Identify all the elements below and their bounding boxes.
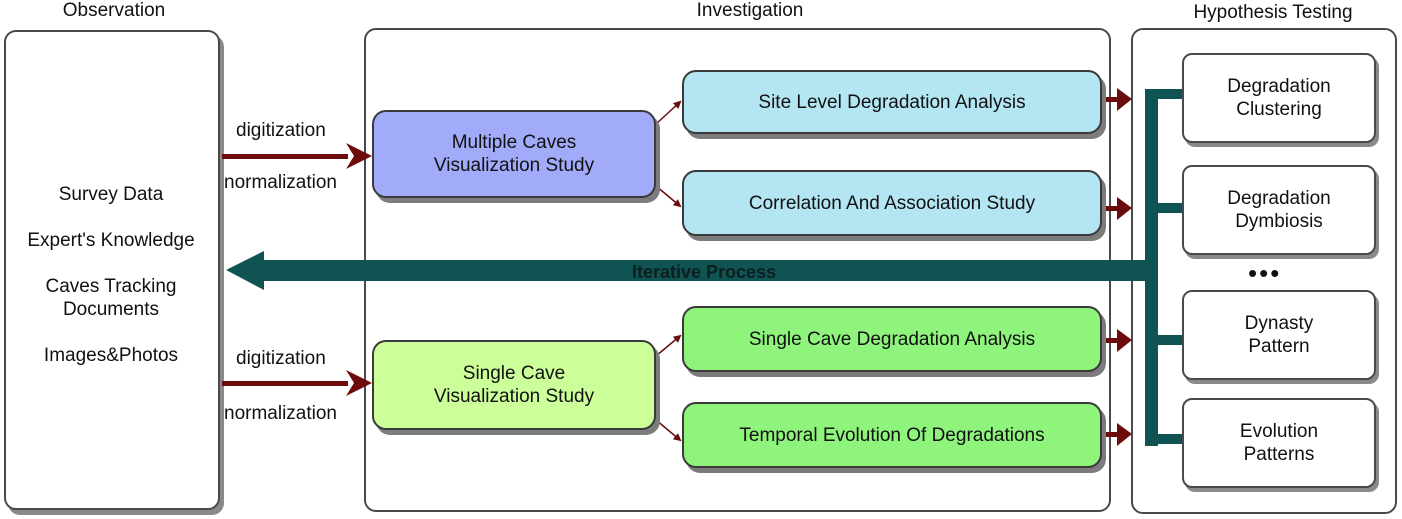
observation-list: Survey Data Expert's Knowledge Caves Tra…: [6, 183, 216, 367]
hypothesis-arrow: [1103, 423, 1132, 446]
branch-arrow: [655, 419, 682, 442]
hypothesis-line: Degradation: [1227, 76, 1331, 97]
hypothesis-arrow: [1103, 88, 1132, 111]
site-level-analysis-box: Site Level Degradation Analysis: [682, 70, 1102, 134]
investigation-title: Investigation: [696, 0, 804, 21]
single-cave-analysis-box: Single Cave Degradation Analysis: [682, 306, 1102, 372]
hypothesis-line: Evolution: [1239, 421, 1319, 442]
observation-item: Images&Photos: [43, 345, 179, 366]
hypothesis-line: Patterns: [1243, 444, 1315, 465]
top-digitization-label: digitization: [236, 120, 326, 141]
bottom-digitization-label: digitization: [236, 348, 326, 369]
observation-panel: [4, 30, 220, 510]
hypothesis-arrow: [1103, 197, 1132, 220]
temporal-evolution-box: Temporal Evolution Of Degradations: [682, 402, 1102, 468]
hypothesis-line: Dynasty: [1244, 313, 1314, 334]
correlation-study-box: Correlation And Association Study: [682, 170, 1102, 236]
iterative-process-arrow: [226, 251, 1158, 290]
branch-arrow: [655, 185, 682, 208]
hypothesis-ellipsis: •••: [1248, 258, 1282, 288]
hypothesis-testing-title: Hypothesis Testing: [1193, 2, 1353, 23]
observation-item: Documents: [62, 299, 160, 320]
observation-title: Observation: [62, 0, 166, 21]
hypothesis-evolution-patterns: Evolution Patterns: [1182, 398, 1376, 488]
hypothesis-line: Degradation: [1227, 188, 1331, 209]
hypothesis-degradation-dymbiosis: Degradation Dymbiosis: [1182, 165, 1376, 255]
branch-arrow: [655, 100, 682, 125]
study-line: Visualization Study: [433, 155, 595, 176]
hypothesis-arrow: [1103, 329, 1132, 352]
observation-item: Survey Data: [58, 184, 164, 205]
digitization-arrow-top: [222, 143, 372, 169]
iterative-process-label: Iterative Process: [632, 262, 777, 282]
branch-arrow: [655, 334, 682, 357]
hypothesis-line: Pattern: [1248, 336, 1310, 357]
hypothesis-line: Dymbiosis: [1235, 211, 1323, 232]
observation-item: Caves Tracking: [45, 276, 177, 297]
study-line: Visualization Study: [433, 386, 595, 407]
study-line: Single Cave: [462, 363, 566, 384]
digitization-arrow-bottom: [222, 370, 372, 396]
hypothesis-line: Clustering: [1236, 99, 1322, 120]
top-normalization-label: normalization: [224, 172, 337, 193]
hypothesis-dynasty-pattern: Dynasty Pattern: [1182, 290, 1376, 380]
bottom-normalization-label: normalization: [224, 403, 337, 424]
observation-item: Expert's Knowledge: [27, 230, 195, 251]
study-line: Multiple Caves: [451, 132, 577, 153]
hypothesis-degradation-clustering: Degradation Clustering: [1182, 53, 1376, 143]
